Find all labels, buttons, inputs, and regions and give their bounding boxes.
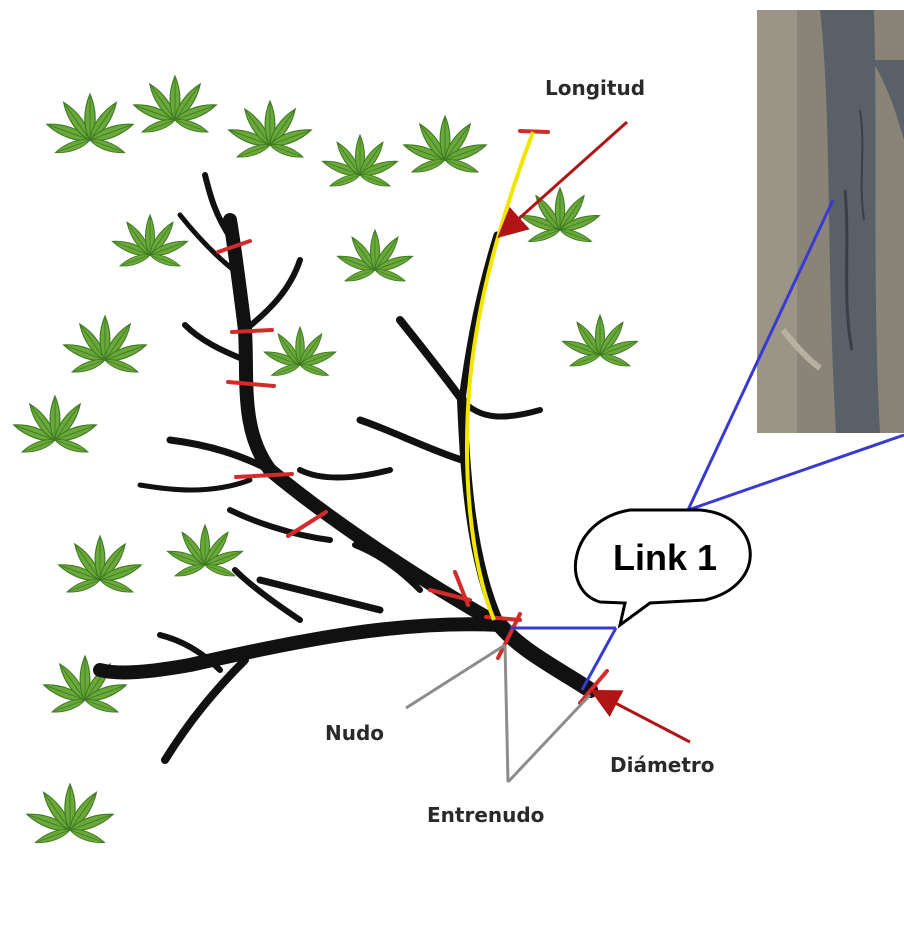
branch-photo-inset	[757, 10, 904, 433]
entrenudo-label: Entrenudo	[427, 803, 544, 827]
longitud-label: Longitud	[545, 76, 645, 100]
diametro-label: Diámetro	[610, 753, 715, 777]
nudo-label: Nudo	[325, 721, 384, 745]
link-label: Link 1	[613, 537, 717, 578]
link-callout-bubble: Link 1	[575, 510, 750, 625]
diametro-arrow	[598, 694, 690, 742]
